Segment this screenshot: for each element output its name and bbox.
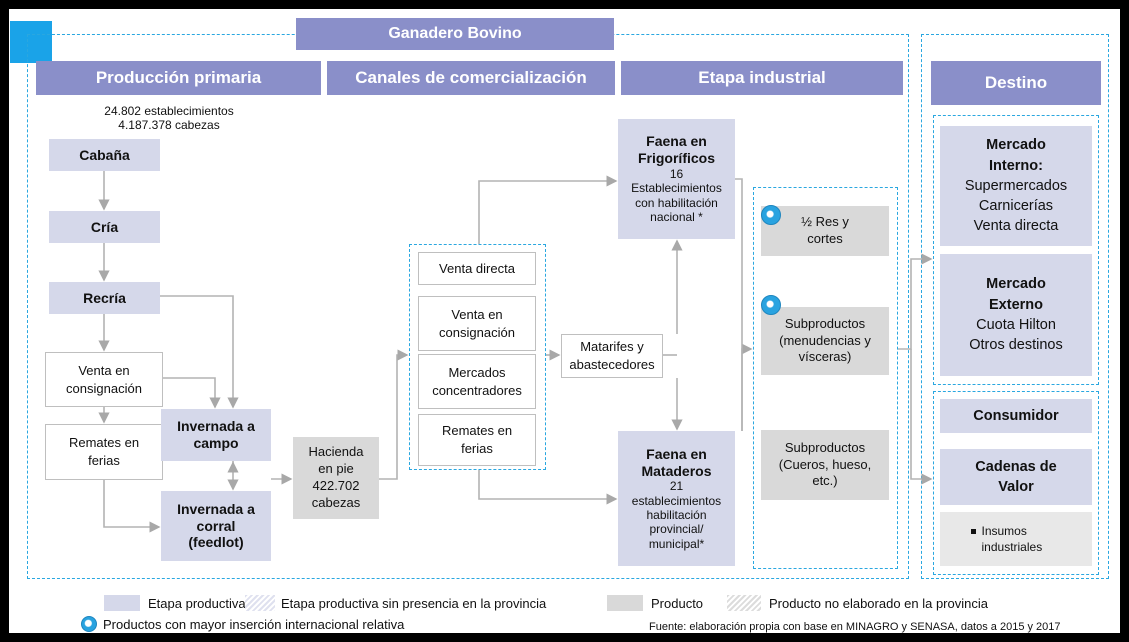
legend-etapa-productiva: Etapa productiva [104, 595, 246, 611]
canales-frame [409, 244, 546, 470]
legend-label: Etapa productiva [148, 595, 246, 611]
legend-etapa-sin-presencia: Etapa productiva sin presencia en la pro… [245, 595, 546, 611]
mercados-frame [933, 115, 1099, 385]
establecimientos-count: 24.802 establecimientos [104, 104, 234, 118]
international-marker-icon [761, 295, 781, 315]
node-invernada-corral: Invernada a corral (feedlot) [161, 491, 271, 561]
node-matarifes: Matarifes y abastecedores [561, 334, 663, 378]
corner-marker [10, 21, 52, 63]
diagram-canvas: Ganadero Bovino Producción primaria Cana… [9, 9, 1120, 633]
node-insumos: Insumos industriales [940, 512, 1092, 566]
hacienda-number: 422.702 [312, 478, 360, 493]
invernada-corral-line2: corral [196, 517, 236, 534]
node-faena-mataderos: Faena en Mataderos 21 establecimientos h… [618, 431, 735, 566]
mercado-interno-item: Carnicerías [978, 198, 1054, 215]
invernada-corral-line3: (feedlot) [188, 534, 244, 551]
diagram-title: Ganadero Bovino [296, 18, 614, 50]
legend-swatch-gray [607, 595, 643, 611]
destino-frame [921, 34, 1109, 579]
legend-label: Producto no elaborado en la provincia [769, 595, 988, 611]
node-venta-directa: Venta directa [418, 252, 536, 285]
international-marker-icon [81, 616, 97, 632]
node-remates-en-ferias: Remates en ferias [418, 414, 536, 466]
legend-swatch-hatched [245, 595, 275, 611]
node-mercado-interno: Mercado Interno: Supermercados Carnicerí… [940, 126, 1092, 246]
connector-lines [98, 171, 933, 533]
header-produccion-primaria: Producción primaria [36, 61, 321, 95]
mataderos-title: Faena en Mataderos [641, 445, 712, 479]
mercado-externo-item: Cuota Hilton [976, 317, 1056, 333]
consumidor-frame [933, 391, 1099, 575]
legend-internacional: Productos con mayor inserción internacio… [81, 616, 404, 632]
productos-frame [753, 187, 898, 569]
node-hacienda-en-pie: Hacienda en pie 422.702 cabezas [293, 437, 379, 519]
legend-producto-no-elaborado: Producto no elaborado en la provincia [727, 595, 988, 611]
node-cria: Cría [49, 211, 160, 243]
frigorificos-number: 16 [669, 167, 684, 182]
mercado-interno-item: Venta directa [973, 218, 1059, 235]
node-invernada-campo: Invernada a campo [161, 409, 271, 461]
node-recria: Recría [49, 282, 160, 314]
mercado-externo-item: Otros destinos [969, 337, 1063, 354]
invernada-corral-line1: Invernada a [177, 500, 255, 517]
mercado-externo-title: Mercado Externo [986, 276, 1046, 313]
cabezas-count: 4.187.378 cabezas [118, 118, 220, 132]
node-subproductos-menudencias: Subproductos (menudencias y vísceras) [761, 307, 889, 375]
node-mercados-concentradores: Mercados concentradores [418, 354, 536, 409]
legend-swatch-hatched-gray [727, 595, 761, 611]
node-remates-ferias: Remates en ferias [45, 424, 163, 480]
legend-label: Producto [651, 595, 704, 611]
mercado-interno-title: Mercado Interno: [986, 137, 1046, 174]
hacienda-label: Hacienda en pie [308, 444, 364, 477]
hacienda-unit: cabezas [311, 494, 361, 510]
mercado-interno-item: Supermercados [964, 177, 1068, 194]
header-destino: Destino [931, 61, 1101, 105]
mataderos-desc: establecimientos habilitación provincial… [631, 493, 722, 551]
legend-producto: Producto [607, 595, 703, 611]
frigorificos-desc: Establecimientos con habilitación nacion… [631, 181, 722, 225]
international-marker-icon [761, 205, 781, 225]
node-cadenas-de-valor: Cadenas de Valor [940, 449, 1092, 505]
node-mercado-externo: Mercado Externo Cuota Hilton Otros desti… [940, 254, 1092, 376]
node-faena-frigorificos: Faena en Frigoríficos 16 Establecimiento… [618, 119, 735, 239]
frigorificos-title: Faena en Frigoríficos [637, 133, 715, 167]
node-media-res: ½ Res y cortes [761, 206, 889, 256]
node-consumidor: Consumidor [940, 399, 1092, 433]
node-subproductos-cueros: Subproductos (Cueros, hueso, etc.) [761, 430, 889, 500]
node-cabana: Cabaña [49, 139, 160, 171]
bullet-square-icon [970, 528, 976, 534]
legend-swatch-lavender [104, 595, 140, 611]
mataderos-number: 21 [669, 479, 684, 494]
legend-label: Etapa productiva sin presencia en la pro… [281, 595, 547, 611]
source-note: Fuente: elaboración propia con base en M… [649, 621, 1061, 633]
node-venta-en-consignacion: Venta en consignación [418, 296, 536, 351]
node-venta-consignacion: Venta en consignación [45, 352, 163, 407]
header-etapa-industrial: Etapa industrial [621, 61, 903, 95]
legend-label: Productos con mayor inserción internacio… [103, 616, 405, 632]
header-canales: Canales de comercialización [327, 61, 615, 95]
insumos-label: Insumos industriales [981, 523, 1043, 554]
